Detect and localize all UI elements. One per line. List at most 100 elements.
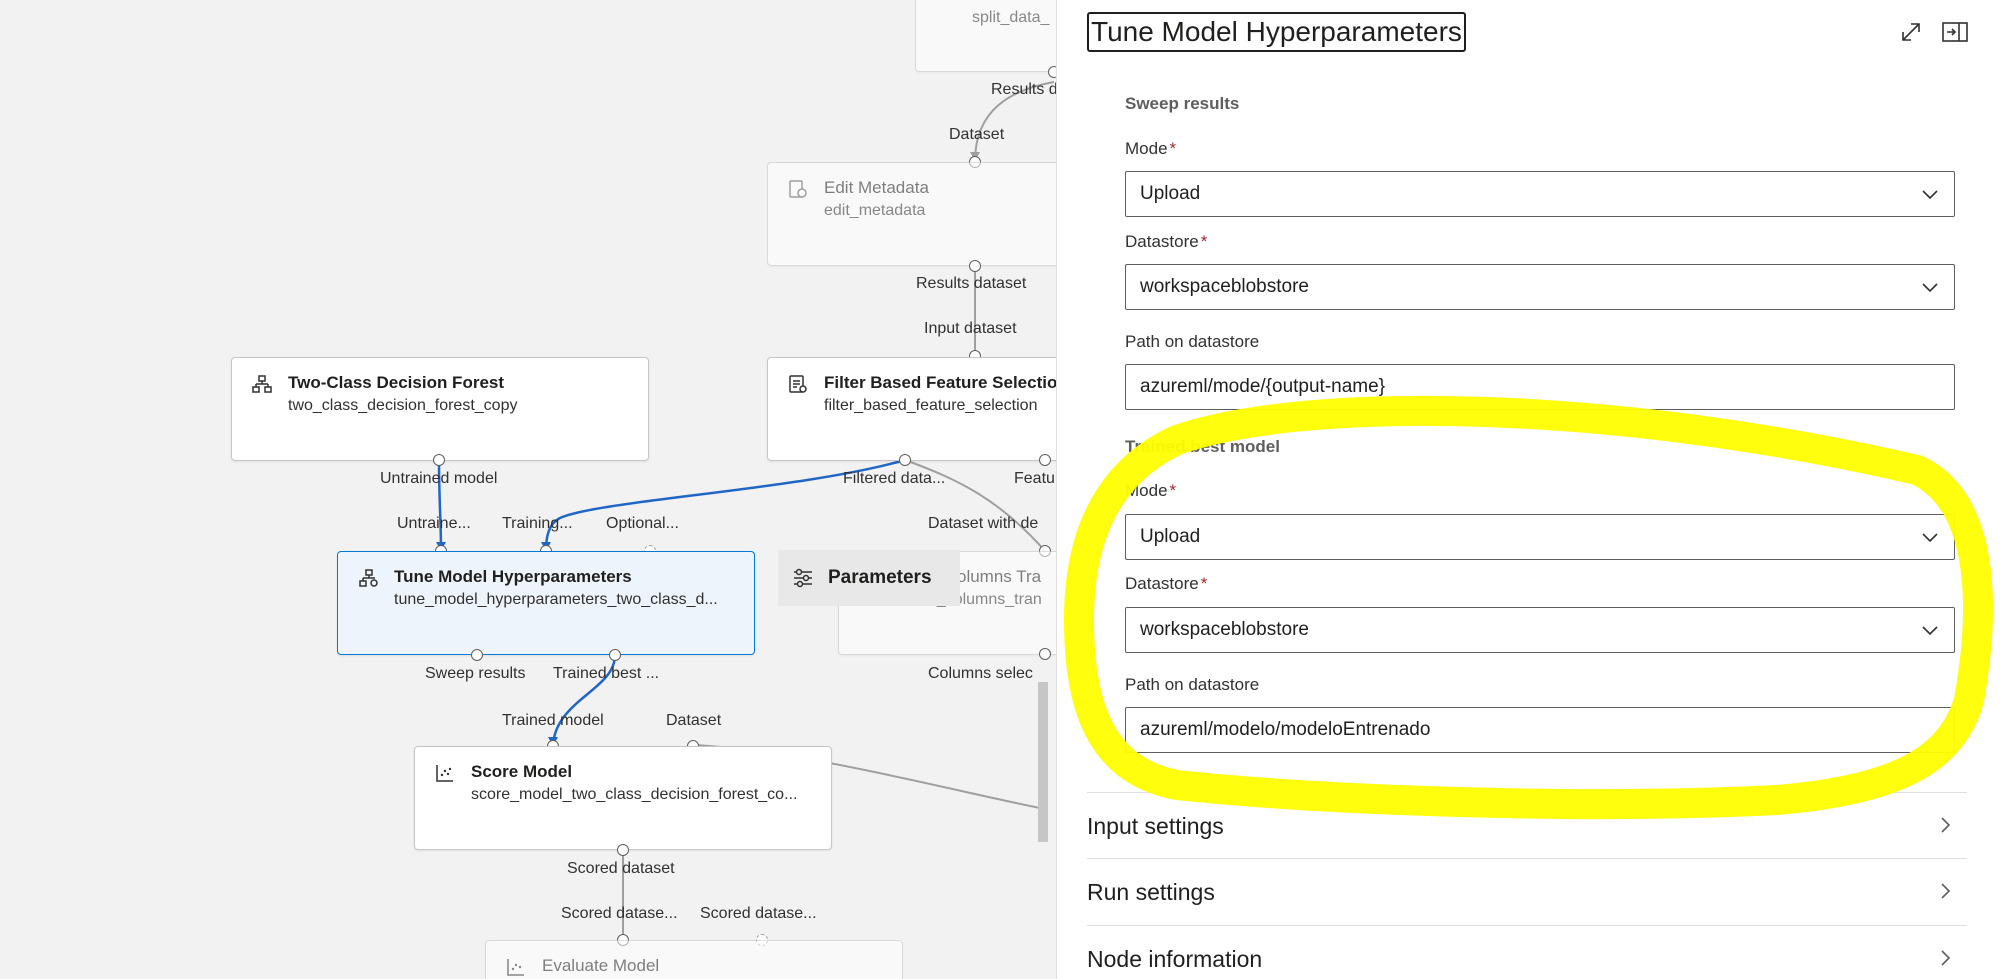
port-label: Input dataset — [924, 320, 1017, 337]
port-label: Scored datase... — [561, 905, 678, 922]
tune-model-icon — [359, 569, 378, 587]
trained-mode-dropdown[interactable]: Upload — [1125, 514, 1955, 560]
port-label: Trained best ... — [553, 665, 660, 682]
label-text: Datastore — [1125, 232, 1199, 251]
port-label: Untraine... — [397, 515, 471, 532]
path-label: Path on datastore — [1125, 675, 1260, 694]
port-label: Results d — [991, 81, 1056, 98]
port-label: Dataset with de — [928, 515, 1039, 532]
filter-doc-icon — [789, 375, 807, 393]
node-subtitle: score_model_two_class_decision_forest_co… — [471, 786, 798, 803]
trained-datastore-dropdown[interactable]: workspaceblobstore — [1125, 607, 1955, 653]
metadata-icon — [789, 180, 807, 198]
mode-label: Mode* — [1125, 139, 1176, 159]
chevron-down-icon — [1922, 626, 1938, 636]
chevron-right-icon — [1941, 883, 1951, 899]
node-tune-model-hyperparameters[interactable]: Tune Model Hyperparameters tune_model_hy… — [337, 551, 755, 655]
edge-filter-to-select — [904, 459, 1047, 553]
required-mark: * — [1200, 574, 1208, 593]
port[interactable] — [1039, 454, 1051, 466]
node-subtitle: filter_based_feature_selection — [824, 397, 1038, 414]
port[interactable] — [471, 649, 483, 661]
collapse-panel-icon[interactable] — [1941, 18, 1969, 46]
expander-label: Node information — [1087, 946, 1263, 972]
node-score-model[interactable]: Score Model score_model_two_class_decisi… — [414, 746, 832, 850]
port[interactable] — [617, 844, 629, 856]
dropdown-value: workspaceblobstore — [1140, 619, 1309, 640]
hierarchy-icon — [252, 375, 272, 393]
input-settings-expander[interactable]: Input settings — [1087, 792, 1967, 859]
port-label: Dataset — [949, 126, 1005, 143]
datastore-label: Datastore* — [1125, 232, 1207, 252]
node-title: Edit Metadata — [824, 178, 929, 197]
chevron-down-icon — [1922, 190, 1938, 200]
canvas-scrollbar[interactable] — [1038, 682, 1048, 842]
sliders-icon — [794, 568, 812, 588]
input-value: azureml/mode/{output-name} — [1140, 376, 1386, 397]
label-text: Mode — [1125, 481, 1168, 500]
port[interactable] — [609, 649, 621, 661]
port[interactable] — [1048, 66, 1056, 78]
node-subtitle: edit_metadata — [824, 202, 926, 219]
node-title: Evaluate Model — [542, 956, 660, 975]
datastore-label: Datastore* — [1125, 574, 1207, 594]
port[interactable] — [899, 454, 911, 466]
port-label: Scored datase... — [700, 905, 817, 922]
port[interactable] — [969, 260, 981, 272]
required-mark: * — [1200, 232, 1208, 251]
input-value: azureml/modelo/modeloEntrenado — [1140, 719, 1431, 740]
edge-tune-to-score — [551, 654, 617, 747]
port-label: Sweep results — [425, 665, 526, 682]
properties-panel: Tune Model Hyperparameters Sweep results… — [1056, 0, 2000, 979]
sweep-mode-dropdown[interactable]: Upload — [1125, 171, 1955, 217]
node-two-class-decision-forest[interactable]: Two-Class Decision Forest two_class_deci… — [231, 357, 649, 461]
node-title: Tune Model Hyperparameters — [394, 567, 632, 586]
trained-path-input[interactable]: azureml/modelo/modeloEntrenado — [1125, 707, 1955, 753]
port-label: Dataset — [666, 712, 722, 729]
mode-label: Mode* — [1125, 481, 1176, 501]
chevron-down-icon — [1922, 533, 1938, 543]
panel-title[interactable]: Tune Model Hyperparameters — [1087, 12, 1466, 52]
node-title: Score Model — [471, 762, 573, 781]
chevron-down-icon — [1922, 283, 1938, 293]
run-settings-expander[interactable]: Run settings — [1087, 858, 1967, 925]
node-title: Filter Based Feature Selectio — [824, 373, 1056, 392]
port-label: Featu — [1014, 470, 1055, 487]
port[interactable] — [433, 454, 445, 466]
required-mark: * — [1169, 139, 1177, 158]
node-evaluate-model[interactable]: Evaluate Model — [485, 940, 903, 979]
node-filter-based-feature-selection[interactable]: Filter Based Feature Selectio filter_bas… — [767, 357, 1056, 461]
parameters-button[interactable]: Parameters — [778, 550, 960, 606]
node-subtitle: two_class_decision_forest_copy — [288, 397, 518, 414]
scatter-icon — [436, 765, 453, 782]
port-label: Untrained model — [380, 470, 498, 487]
dropdown-value: workspaceblobstore — [1140, 276, 1309, 297]
edge-split-to-edit — [974, 81, 1055, 163]
trained-best-model-heading: Trained best model — [1125, 437, 1280, 456]
port-label: Training... — [502, 515, 573, 532]
required-mark: * — [1169, 481, 1177, 500]
chevron-right-icon — [1941, 817, 1951, 833]
node-subtitle: tune_model_hyperparameters_two_class_d..… — [394, 591, 718, 608]
scatter-icon — [507, 959, 524, 976]
node-edit-metadata[interactable]: Edit Metadata edit_metadata — [767, 162, 1056, 266]
node-subtitle: split_data_ — [972, 9, 1050, 26]
node-title: olumns Tra — [957, 567, 1042, 586]
label-text: Mode — [1125, 139, 1168, 158]
sweep-results-heading: Sweep results — [1125, 94, 1240, 113]
expand-icon[interactable] — [1897, 18, 1925, 46]
sweep-path-input[interactable]: azureml/mode/{output-name} — [1125, 364, 1955, 410]
edge-filter-to-tune — [544, 458, 906, 552]
label-text: Datastore — [1125, 574, 1199, 593]
pipeline-canvas[interactable]: split_data_ Results d Dataset Edit Metad… — [0, 0, 1056, 979]
port[interactable] — [1039, 648, 1051, 660]
node-title: Two-Class Decision Forest — [288, 373, 505, 392]
port-label: Trained model — [502, 712, 604, 729]
sweep-datastore-dropdown[interactable]: workspaceblobstore — [1125, 264, 1955, 310]
node-split-data[interactable]: split_data_ — [915, 0, 1056, 72]
expander-label: Run settings — [1087, 879, 1215, 905]
node-information-expander[interactable]: Node information — [1087, 925, 1967, 979]
dropdown-value: Upload — [1140, 183, 1201, 204]
edge-forest-to-tune — [437, 459, 443, 552]
path-label: Path on datastore — [1125, 332, 1260, 351]
